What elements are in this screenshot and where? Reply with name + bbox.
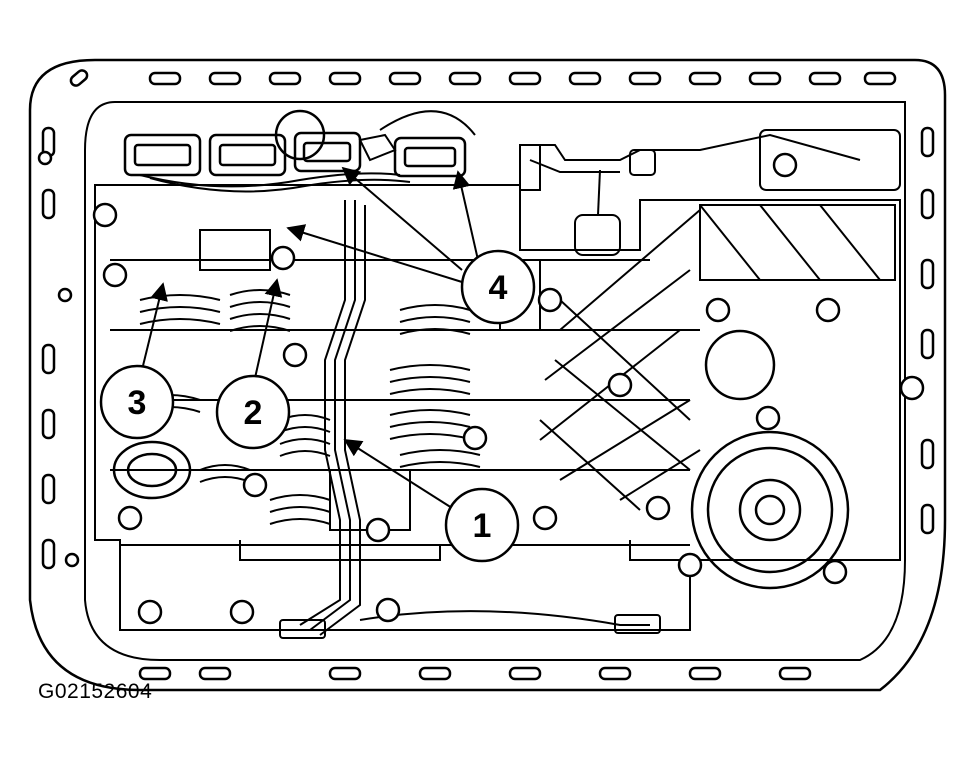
valve-springs <box>139 289 481 525</box>
arrow-1 <box>343 439 453 509</box>
callout-4: 4 <box>460 249 536 325</box>
svg-text:2: 2 <box>244 394 263 432</box>
callout-2: 2 <box>215 374 291 450</box>
callout-3: 3 <box>99 364 175 440</box>
arrow-3 <box>139 282 168 379</box>
pan-gasket-outline <box>28 58 947 692</box>
figure-id-label: G02152604 <box>38 680 153 703</box>
manual-valve-linkage <box>519 129 901 256</box>
leader-arrows <box>139 166 479 509</box>
arrow-4-to-harness <box>286 224 463 283</box>
left-plug <box>112 440 192 500</box>
valve-body-bolts <box>92 152 925 625</box>
solenoid-connectors <box>123 109 467 178</box>
callout-1: 1 <box>444 487 520 563</box>
right-web-structure <box>539 204 896 511</box>
wiring-harness <box>139 110 661 639</box>
arrow-4-to-connector-4 <box>452 170 479 261</box>
svg-text:4: 4 <box>489 269 508 307</box>
arrow-2 <box>254 278 283 379</box>
gasket-bolt-holes <box>37 69 935 681</box>
svg-text:1: 1 <box>473 507 492 545</box>
arrow-4-to-connector-3 <box>341 166 463 271</box>
svg-text:3: 3 <box>128 384 147 422</box>
accumulator-disc <box>690 329 850 590</box>
